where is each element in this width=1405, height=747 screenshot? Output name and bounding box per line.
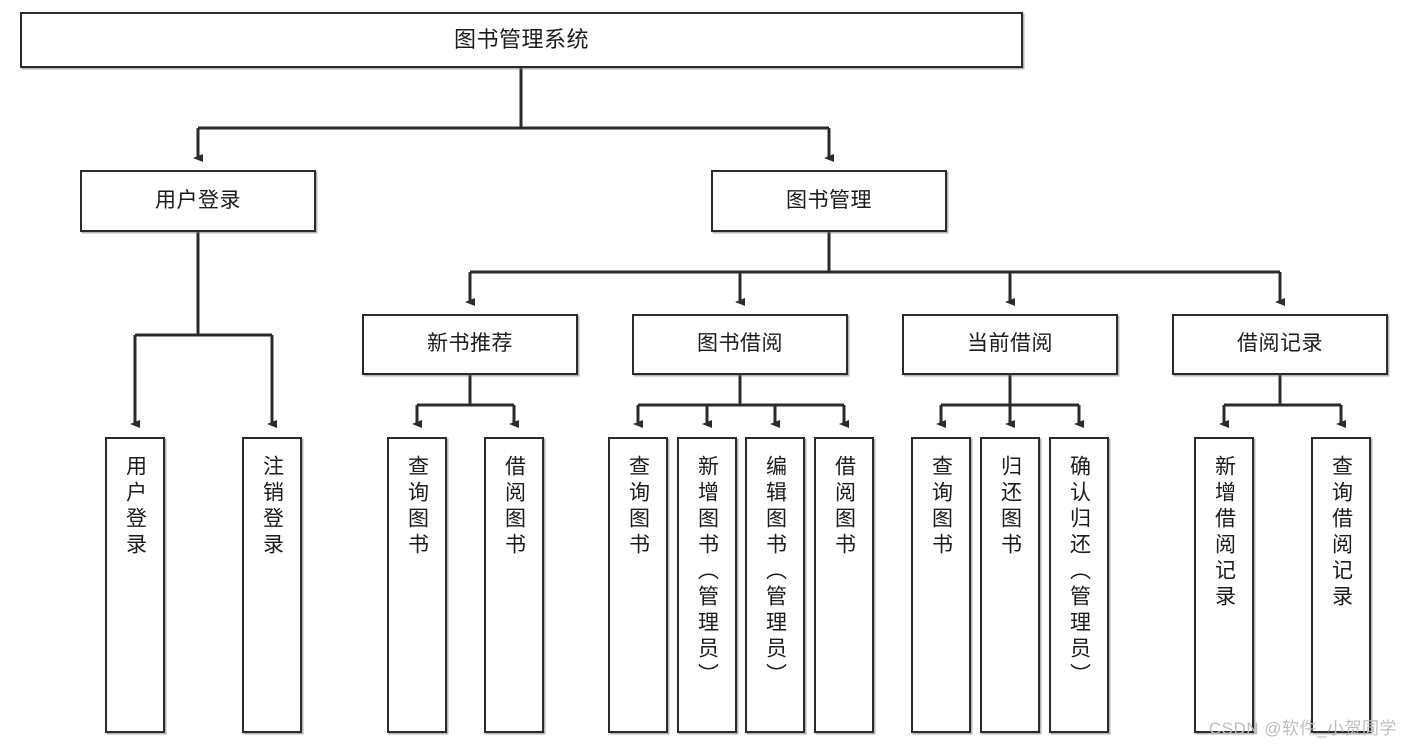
node-book-management[interactable]: 图书管理 xyxy=(711,170,947,232)
node-label: 用户登录 xyxy=(155,188,241,212)
node-label: 当前借阅 xyxy=(967,332,1053,356)
node-label: 借阅图书 xyxy=(832,455,856,559)
node-label: 用户登录 xyxy=(123,455,147,559)
leaf-add-book-admin[interactable]: 新增图书（管理员） xyxy=(677,437,737,733)
node-label: 归还图书 xyxy=(998,455,1022,559)
node-label: 图书借阅 xyxy=(697,332,783,356)
node-label: 确认归还（管理员） xyxy=(1067,455,1091,689)
node-label: 查询图书 xyxy=(626,455,650,559)
node-book-borrow[interactable]: 图书借阅 xyxy=(632,314,848,375)
node-label: 查询图书 xyxy=(405,455,429,559)
node-label: 注销登录 xyxy=(260,455,284,559)
leaf-add-borrow-record[interactable]: 新增借阅记录 xyxy=(1194,437,1254,733)
node-label: 新增图书（管理员） xyxy=(695,455,719,689)
watermark: CSDN @软件_小贺同学 xyxy=(1208,719,1397,738)
leaf-borrow-book[interactable]: 借阅图书 xyxy=(814,437,874,733)
leaf-edit-book-admin[interactable]: 编辑图书（管理员） xyxy=(745,437,805,733)
node-current-borrow[interactable]: 当前借阅 xyxy=(902,314,1118,375)
node-label: 图书管理系统 xyxy=(453,27,589,53)
node-label: 查询图书 xyxy=(929,455,953,559)
node-label: 图书管理 xyxy=(786,188,872,212)
leaf-query-borrow-record[interactable]: 查询借阅记录 xyxy=(1311,437,1371,733)
node-label: 编辑图书（管理员） xyxy=(763,455,787,689)
leaf-confirm-return-admin[interactable]: 确认归还（管理员） xyxy=(1049,437,1109,733)
node-label: 新增借阅记录 xyxy=(1212,455,1236,611)
leaf-query-book-new[interactable]: 查询图书 xyxy=(387,437,447,733)
leaf-logout[interactable]: 注销登录 xyxy=(242,437,302,733)
leaf-query-book[interactable]: 查询图书 xyxy=(608,437,668,733)
node-root-system[interactable]: 图书管理系统 xyxy=(20,12,1023,68)
node-label: 新书推荐 xyxy=(427,332,513,356)
leaf-return-book[interactable]: 归还图书 xyxy=(980,437,1040,733)
leaf-user-login[interactable]: 用户登录 xyxy=(105,437,165,733)
leaf-borrow-book-new[interactable]: 借阅图书 xyxy=(484,437,544,733)
node-label: 借阅图书 xyxy=(502,455,526,559)
leaf-query-book-current[interactable]: 查询图书 xyxy=(911,437,971,733)
node-borrow-record[interactable]: 借阅记录 xyxy=(1172,314,1388,375)
node-label: 查询借阅记录 xyxy=(1329,455,1353,611)
node-user-login[interactable]: 用户登录 xyxy=(80,170,316,232)
node-new-book-recommend[interactable]: 新书推荐 xyxy=(362,314,578,375)
node-label: 借阅记录 xyxy=(1237,332,1323,356)
